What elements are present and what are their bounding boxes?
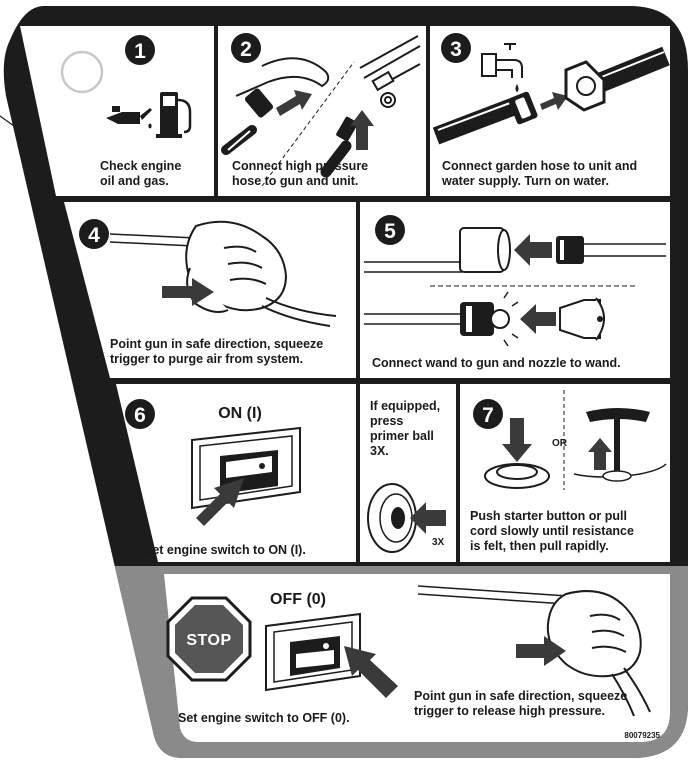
water-drop-icon bbox=[515, 84, 519, 92]
step-number-badge bbox=[79, 219, 109, 249]
divider-dashed bbox=[261, 61, 355, 187]
arrow-icon bbox=[540, 92, 568, 110]
shutdown-switch-caption: Set engine switch to OFF (0). bbox=[178, 711, 350, 725]
primer-text: press bbox=[370, 414, 403, 428]
primer-count-badge: 3X bbox=[432, 537, 445, 548]
spray-gun-illustration bbox=[235, 57, 330, 97]
switch-state-label: OFF (0) bbox=[270, 591, 326, 608]
shutdown-gun-caption: trigger to release high pressure. bbox=[414, 704, 605, 718]
wand-illustration bbox=[364, 227, 511, 273]
primer-text: primer ball bbox=[370, 429, 434, 443]
step-caption: Set engine switch to ON (I). bbox=[144, 543, 306, 557]
oil-can-icon bbox=[106, 106, 152, 129]
step-caption: oil and gas. bbox=[100, 174, 169, 188]
arrow-icon bbox=[276, 90, 312, 116]
gun-connector-illustration bbox=[556, 236, 666, 264]
shutdown-section: STOP OFF (0) Set engine switch to OFF (0… bbox=[166, 585, 661, 740]
step-number: 3 bbox=[450, 38, 462, 61]
step-caption: Point gun in safe direction, squeeze bbox=[110, 337, 323, 351]
or-label: OR bbox=[552, 438, 568, 449]
arrow-icon bbox=[350, 110, 374, 150]
primer-ball-icon bbox=[367, 483, 417, 553]
unit-fitting-illustration bbox=[359, 35, 421, 108]
arrow-icon bbox=[410, 502, 446, 534]
step-number-badge bbox=[125, 35, 155, 65]
nozzle-illustration bbox=[559, 297, 605, 341]
arrow-icon bbox=[162, 278, 214, 306]
faucet-icon bbox=[481, 43, 523, 78]
step-number-badge bbox=[125, 399, 155, 429]
starter-button-icon bbox=[484, 463, 550, 489]
step-caption: Check engine bbox=[100, 159, 181, 173]
step-number: 7 bbox=[482, 404, 494, 427]
step-7: 7 OR Push starter button or pull cord sl… bbox=[470, 390, 667, 553]
step-number: 4 bbox=[88, 224, 100, 247]
step-number-badge bbox=[231, 33, 261, 63]
step-caption: Connect high pressure bbox=[232, 159, 368, 173]
step-number: 6 bbox=[134, 404, 146, 427]
step-caption: hose to gun and unit. bbox=[232, 174, 358, 188]
step-caption: Connect wand to gun and nozzle to wand. bbox=[372, 356, 621, 370]
wand-line bbox=[109, 241, 195, 247]
step-number-badge bbox=[473, 399, 503, 429]
panel-shutdown bbox=[164, 574, 670, 742]
step-5: 5 Connect wa bbox=[364, 215, 666, 370]
step-caption: cord slowly until resistance bbox=[470, 524, 634, 538]
check-circle-icon bbox=[60, 50, 104, 94]
arrow-icon bbox=[344, 646, 398, 698]
engine-switch-illustration bbox=[265, 612, 361, 692]
step-caption: Connect garden hose to unit and bbox=[442, 159, 637, 173]
step-caption: Push starter button or pull bbox=[470, 509, 627, 523]
part-number: 80079235 bbox=[624, 731, 660, 740]
fuel-pump-icon bbox=[156, 92, 192, 138]
pull-cord-icon bbox=[573, 408, 667, 482]
step-number-badge bbox=[441, 33, 471, 63]
step-caption: trigger to purge air from system. bbox=[110, 352, 303, 366]
stop-sign-text: STOP bbox=[186, 632, 231, 649]
hose-illustration bbox=[221, 88, 274, 155]
primer-text: 3X. bbox=[370, 444, 389, 458]
arrow-icon bbox=[520, 304, 556, 334]
step-3: 3 Connect garden hose to unit and water … bbox=[432, 33, 670, 188]
hand-gun-illustration bbox=[417, 585, 651, 717]
unit-inlet-illustration bbox=[564, 46, 670, 112]
step-4: 4 Point gun in safe direction, squeeze t… bbox=[79, 219, 337, 366]
wand-illustration bbox=[364, 291, 519, 347]
shutdown-gun-caption: Point gun in safe direction, squeeze bbox=[414, 689, 627, 703]
step-2: 2 Connect high pressure hose to bbox=[221, 33, 421, 188]
leader-line bbox=[0, 115, 15, 127]
step-number: 5 bbox=[384, 220, 396, 243]
panel-step-3 bbox=[430, 26, 670, 196]
switch-state-label: ON (I) bbox=[218, 405, 262, 422]
step-number: 2 bbox=[240, 38, 252, 61]
panel-step-5 bbox=[360, 202, 670, 378]
step-1: 1 Check engine oil and gas. bbox=[60, 35, 192, 188]
arrow-icon bbox=[196, 478, 244, 526]
step-number-badge bbox=[375, 215, 405, 245]
primer-panel: If equipped, press primer ball 3X. 3X bbox=[367, 399, 446, 553]
arrow-icon bbox=[514, 234, 552, 266]
step-caption: water supply. Turn on water. bbox=[441, 174, 609, 188]
garden-hose-illustration bbox=[432, 91, 538, 145]
arrow-icon bbox=[502, 418, 532, 462]
step-number: 1 bbox=[134, 40, 146, 63]
step-caption: is felt, then pull rapidly. bbox=[470, 539, 609, 553]
step-6: 6 ON (I) Set engine switch to ON (I). bbox=[125, 399, 306, 557]
stop-sign-icon: STOP bbox=[166, 596, 252, 682]
wand-line bbox=[109, 233, 197, 239]
arrow-icon bbox=[588, 438, 612, 470]
primer-text: If equipped, bbox=[370, 399, 440, 413]
arrow-icon bbox=[516, 636, 566, 666]
